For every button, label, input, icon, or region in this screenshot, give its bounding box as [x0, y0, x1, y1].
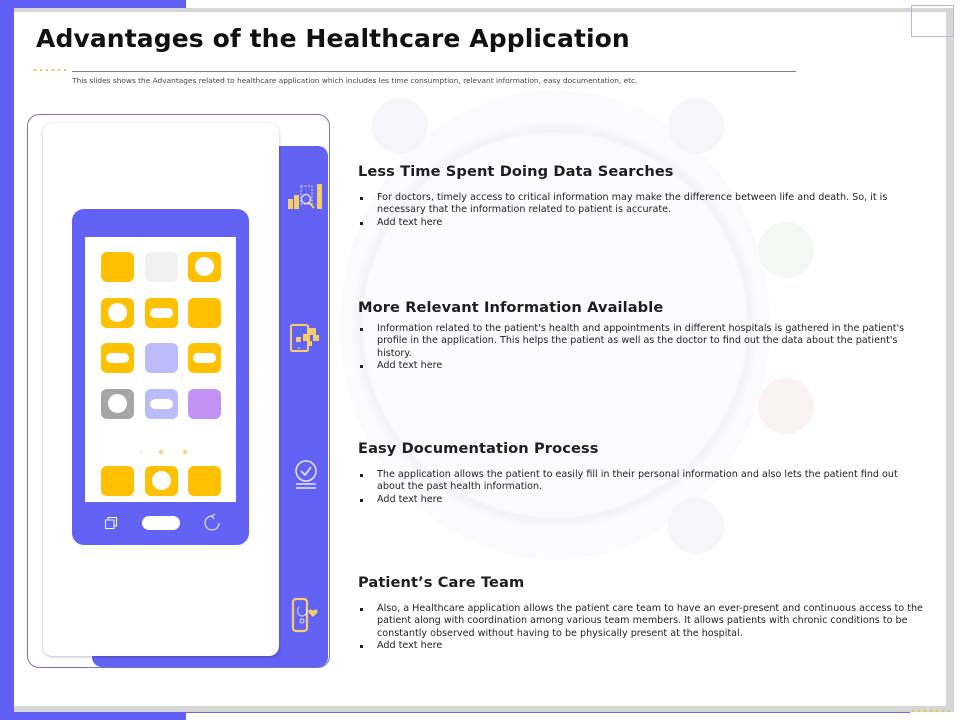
- app-icon: [145, 298, 178, 328]
- mobile-information-icon: [290, 324, 319, 352]
- section-care-team: Patient’s Care Team Also, a Healthcare a…: [358, 574, 928, 653]
- app-icon: [145, 343, 178, 373]
- app-icon: [188, 466, 221, 496]
- section-relevant-information: More Relevant Information Available Info…: [358, 299, 928, 373]
- data-search-icon: [288, 184, 322, 209]
- section-title: Less Time Spent Doing Data Searches: [358, 163, 674, 180]
- watermark-circle: [758, 222, 814, 278]
- section-data-searches: Less Time Spent Doing Data Searches For …: [358, 163, 928, 229]
- page-indicator-dot: [159, 450, 163, 454]
- footer-divider: [186, 712, 910, 713]
- app-icon: [101, 252, 134, 282]
- section-title: More Relevant Information Available: [358, 299, 664, 316]
- corner-placeholder-box: [911, 5, 954, 37]
- bullet-item: The application allows the patient to ea…: [358, 469, 928, 494]
- refresh-icon: [204, 513, 220, 531]
- app-icon: [188, 298, 221, 328]
- watermark-circle: [340, 90, 770, 560]
- watermark-circle: [668, 498, 724, 554]
- bullet-item: Also, a Healthcare application allows th…: [358, 603, 928, 640]
- recent-apps-icon: [105, 517, 117, 529]
- app-icon: [101, 298, 134, 328]
- app-icon: [145, 252, 178, 282]
- app-icon: [145, 466, 178, 496]
- app-icon: [101, 389, 134, 419]
- decorative-dots: [910, 709, 950, 713]
- bullet-item: For doctors, timely access to critical i…: [358, 192, 928, 217]
- bullet-item: Information related to the patient's hea…: [358, 323, 928, 360]
- section-title: Patient’s Care Team: [358, 574, 525, 591]
- page-indicator-dot: [139, 450, 143, 454]
- section-title: Easy Documentation Process: [358, 440, 599, 457]
- app-icon: [188, 389, 221, 419]
- app-icon: [101, 343, 134, 373]
- bullet-list: Information related to the patient's hea…: [358, 323, 928, 373]
- bullet-item: Add text here: [358, 494, 928, 506]
- watermark-circle: [758, 378, 814, 434]
- app-icon: [188, 252, 221, 282]
- decorative-dots: [32, 68, 70, 72]
- bullet-item: Add text here: [358, 360, 928, 372]
- checklist-icon: [295, 460, 317, 489]
- home-button-icon: [142, 516, 180, 530]
- mobile-health-icon: [291, 597, 318, 633]
- bullet-item: Add text here: [358, 217, 928, 229]
- app-icon: [101, 466, 134, 496]
- app-icon: [145, 389, 178, 419]
- section-easy-documentation: Easy Documentation Process The applicati…: [358, 440, 928, 506]
- bullet-list: The application allows the patient to ea…: [358, 469, 928, 506]
- app-icon: [188, 343, 221, 373]
- bullet-item: Add text here: [358, 640, 928, 652]
- title-divider: [72, 71, 796, 72]
- watermark-circle: [372, 98, 428, 154]
- page-subtitle: This slides shows the Advantages related…: [72, 76, 638, 85]
- page-title: Advantages of the Healthcare Application: [36, 24, 630, 53]
- bullet-list: For doctors, timely access to critical i…: [358, 192, 928, 229]
- page-indicator-dot: [183, 450, 187, 454]
- bullet-list: Also, a Healthcare application allows th…: [358, 603, 928, 653]
- phone-screen: [85, 237, 236, 502]
- phone-illustration: [72, 209, 249, 545]
- watermark-circle: [668, 98, 724, 154]
